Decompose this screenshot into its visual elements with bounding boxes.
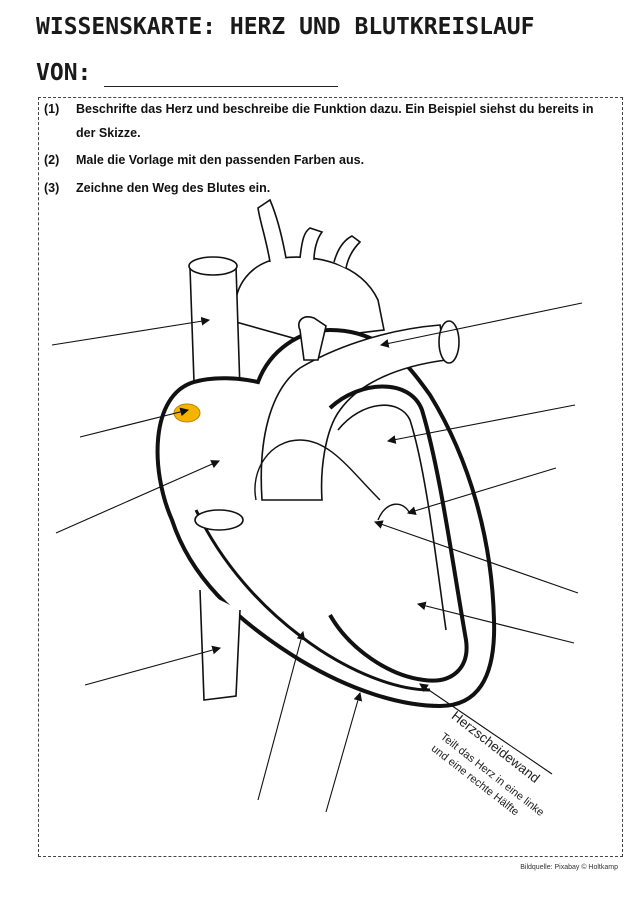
arrow-line <box>84 645 222 686</box>
task-2: (2) Male die Vorlage mit den passenden Fa… <box>44 148 596 172</box>
arrow-line <box>379 302 583 348</box>
name-label: VON: <box>36 60 92 86</box>
task-number: (2) <box>44 153 60 167</box>
worksheet-title: WISSENSKARTE: HERZ UND BLUTKREISLAUF <box>36 14 535 40</box>
arrow-line <box>55 460 221 534</box>
task-1: (1) Beschrifte das Herz und beschreibe di… <box>44 97 596 145</box>
image-credit: Bildquelle: Pixabay © Holtkamp <box>520 864 618 871</box>
arrow-line <box>79 407 190 438</box>
arrow-line <box>373 520 579 594</box>
task-text: Beschrifte das Herz und beschreibe die F… <box>76 102 594 140</box>
arrow-line <box>325 691 363 813</box>
task-text: Male die Vorlage mit den passenden Farbe… <box>76 153 365 167</box>
inferior-vena-cava <box>194 509 244 701</box>
label-arrows <box>51 302 583 813</box>
superior-vena-cava <box>188 256 241 391</box>
task-number: (1) <box>44 102 60 116</box>
arrow-line <box>416 601 575 644</box>
arrow-line <box>419 683 553 775</box>
arrow-line <box>406 467 557 515</box>
task-number: (3) <box>44 181 60 195</box>
arrow-line <box>257 630 306 801</box>
task-3: (3) Zeichne den Weg des Blutes ein. <box>44 176 596 200</box>
septum-wall <box>328 384 469 683</box>
arrow-line <box>51 316 211 346</box>
arrow-line <box>386 404 576 444</box>
content-frame <box>38 97 623 857</box>
name-line[interactable] <box>104 86 338 87</box>
task-text: Zeichne den Weg des Blutes ein. <box>76 181 271 195</box>
aortic-arch <box>234 198 385 341</box>
